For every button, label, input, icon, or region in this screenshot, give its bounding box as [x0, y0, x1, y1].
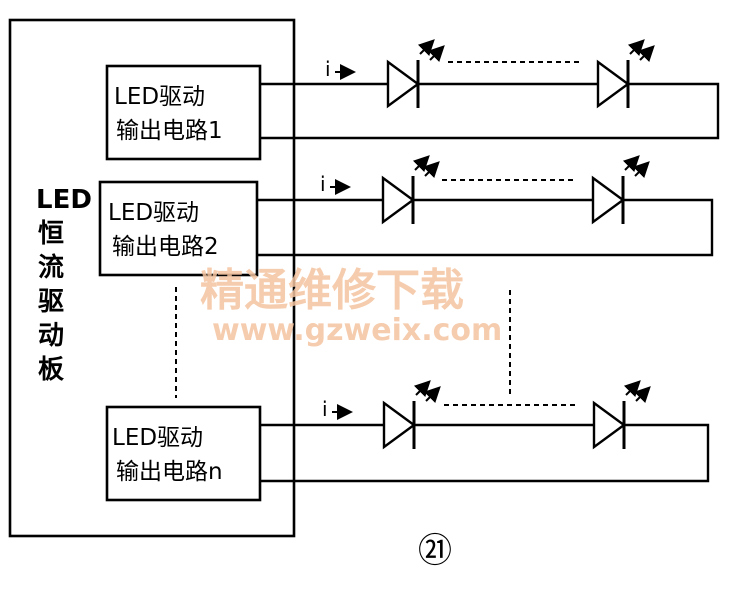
driver-circuit-2-line1: LED驱动 — [108, 200, 199, 226]
main-board-label-char-5: 板 — [38, 355, 64, 385]
driver-circuit-2-line2: 输出电路2 — [112, 234, 219, 260]
row-2-led-first-icon — [381, 155, 440, 225]
driver-circuit-1-box — [105, 64, 262, 161]
driver-circuit-n-box — [105, 405, 262, 502]
driver-circuit-n-line1: LED驱动 — [112, 425, 203, 451]
watermark-url: www.gzweix.com — [212, 313, 502, 348]
main-board-label-led: LED — [36, 185, 92, 215]
row-2-top-wire — [257, 198, 714, 257]
driver-circuit-1-line2: 输出电路1 — [116, 118, 223, 144]
row-n-top-wire — [260, 423, 710, 483]
row-n-led-last-icon — [592, 380, 651, 450]
main-board-label-char-1: 恒 — [38, 219, 64, 249]
main-board-label-char-2: 流 — [38, 253, 64, 283]
main-board-label-char-3: 驱 — [38, 287, 64, 317]
driver-circuit-n-line2: 输出电路n — [116, 459, 223, 485]
main-board-label-char-4: 动 — [38, 321, 64, 351]
driver-circuit-2-box — [98, 180, 259, 277]
row-2-current-label: i — [320, 172, 326, 196]
row-2-led-last-icon — [591, 155, 650, 225]
figure-number: ㉑ — [418, 531, 452, 571]
row-n-led-first-icon — [382, 380, 441, 450]
row-1-current-label: i — [325, 57, 331, 81]
row-1-led-first-icon — [386, 39, 445, 109]
main-board-outline — [8, 18, 296, 538]
row-1-top-wire — [260, 82, 720, 140]
row-n-current-label: i — [322, 397, 328, 421]
driver-circuit-1-line1: LED驱动 — [114, 84, 205, 110]
watermark-title: 精通维修下载 — [200, 265, 464, 316]
row-1-led-last-icon — [596, 39, 655, 109]
